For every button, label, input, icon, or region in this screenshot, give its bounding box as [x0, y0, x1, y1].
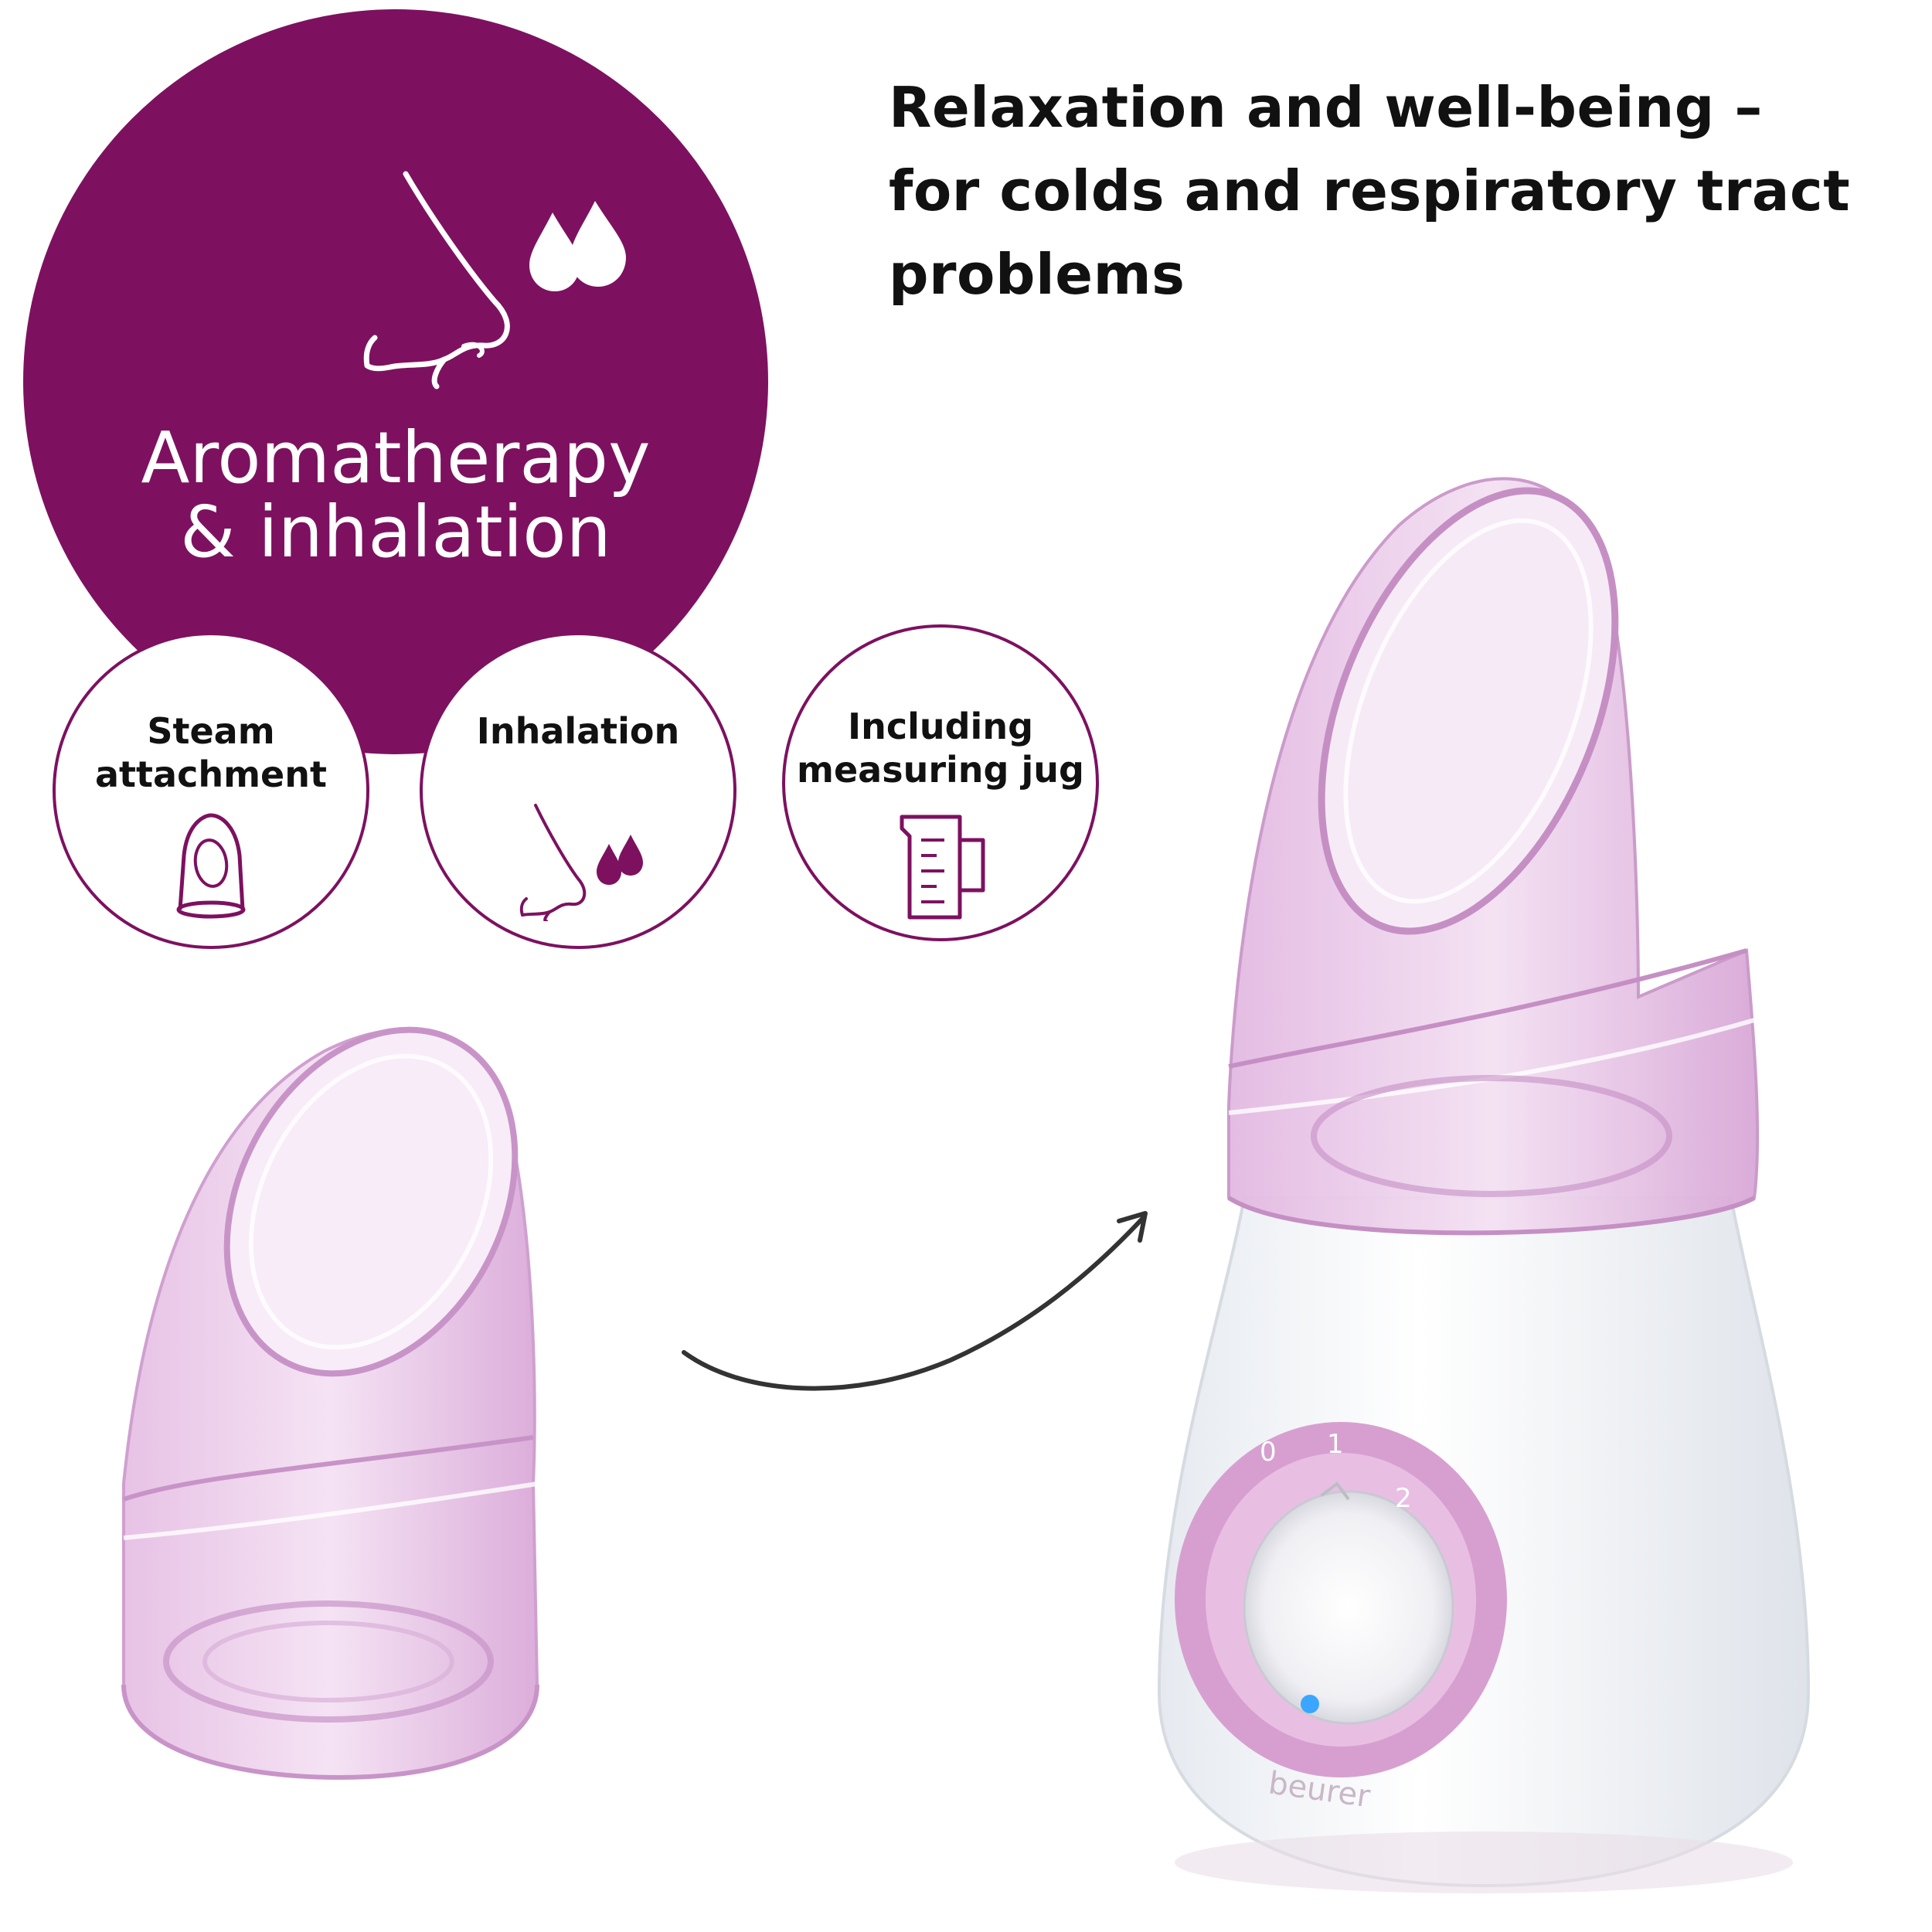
feature-title-line-2: & inhalation: [180, 491, 611, 573]
badge-measuring-jug: Including measuring jug: [782, 624, 1099, 941]
headline-line-3: problems: [889, 242, 1185, 307]
headline-line-2: for colds and respiratory tract: [889, 158, 1851, 223]
measuring-jug-icon: [785, 809, 1096, 928]
feature-title: Aromatherapy & inhalation: [23, 421, 768, 570]
headline: Relaxation and well-being – for colds an…: [889, 66, 1909, 316]
feature-circle: [23, 9, 768, 754]
headline-line-1: Relaxation and well-being –: [889, 75, 1763, 140]
steam-attachment-image: [121, 1026, 539, 1781]
dial-position-2: 2: [1395, 1483, 1412, 1514]
arrow-icon: [682, 1211, 1148, 1391]
steam-attachment-icon: [56, 809, 366, 924]
badge-label: Including measuring jug: [797, 706, 1084, 791]
power-indicator: [1301, 1695, 1319, 1713]
inhaler-device-image: 0 1 2 beurer: [1157, 477, 1811, 1893]
dial-position-1: 1: [1327, 1429, 1344, 1460]
badge-label: Steam attachment: [95, 710, 327, 795]
feature-title-line-1: Aromatherapy: [141, 417, 651, 499]
dial-position-0: 0: [1260, 1437, 1277, 1468]
badge-steam-attachment: Steam attachment: [53, 632, 369, 949]
badge-label: Inhalation: [476, 710, 680, 752]
nose-with-drops-icon: [423, 798, 733, 924]
badge-inhalation: Inhalation: [420, 632, 736, 949]
nose-with-drops-icon: [363, 171, 626, 389]
